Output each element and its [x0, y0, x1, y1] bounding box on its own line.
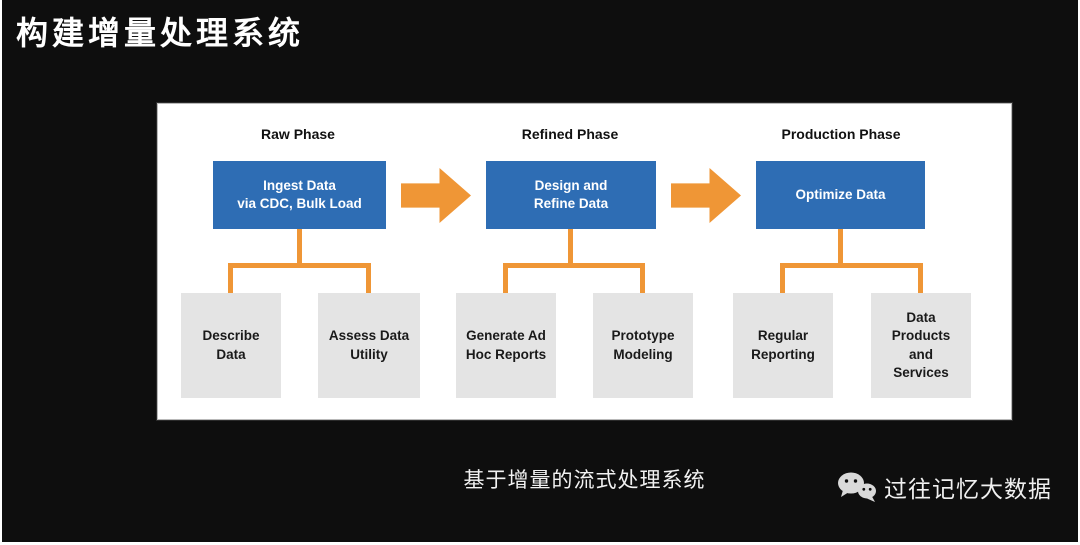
- child-box-assess-data: Assess Data Utility: [318, 293, 420, 398]
- phase-label-production: Production Phase: [781, 126, 901, 142]
- phase-label-raw: Raw Phase: [261, 126, 335, 142]
- connector-line: [640, 268, 645, 294]
- connector-line: [366, 268, 371, 294]
- child-box-data-products: Data Products and Services: [871, 293, 971, 398]
- main-box-optimize: Optimize Data: [756, 161, 925, 229]
- connector-line: [838, 229, 843, 268]
- child-box-describe-data: Describe Data: [181, 293, 281, 398]
- wechat-icon: [838, 472, 876, 502]
- main-box-ingest: Ingest Data via CDC, Bulk Load: [213, 161, 386, 229]
- connector-line: [568, 229, 573, 268]
- diagram-panel: Raw Phase Refined Phase Production Phase…: [157, 103, 1012, 420]
- brand-name: 过往记忆大数据: [884, 476, 1052, 502]
- slide-title: 构建增量处理系统: [16, 15, 305, 51]
- connector-line: [228, 263, 371, 268]
- connector-line: [780, 263, 923, 268]
- child-box-regular-reporting: Regular Reporting: [733, 293, 833, 398]
- connector-line: [503, 263, 645, 268]
- phase-label-refined: Refined Phase: [521, 126, 619, 142]
- connector-line: [503, 268, 508, 294]
- arrow-right-icon: [671, 168, 741, 223]
- arrow-right-icon: [401, 168, 471, 223]
- child-box-prototype-modeling: Prototype Modeling: [593, 293, 693, 398]
- child-box-adhoc-reports: Generate Ad Hoc Reports: [456, 293, 556, 398]
- main-box-design: Design and Refine Data: [486, 161, 656, 229]
- brand-watermark: 过往记忆大数据: [837, 470, 1052, 504]
- slide-caption: 基于增量的流式处理系统: [463, 469, 706, 492]
- connector-line: [297, 229, 302, 268]
- connector-line: [780, 268, 785, 294]
- connector-line: [228, 268, 233, 294]
- connector-line: [918, 268, 923, 294]
